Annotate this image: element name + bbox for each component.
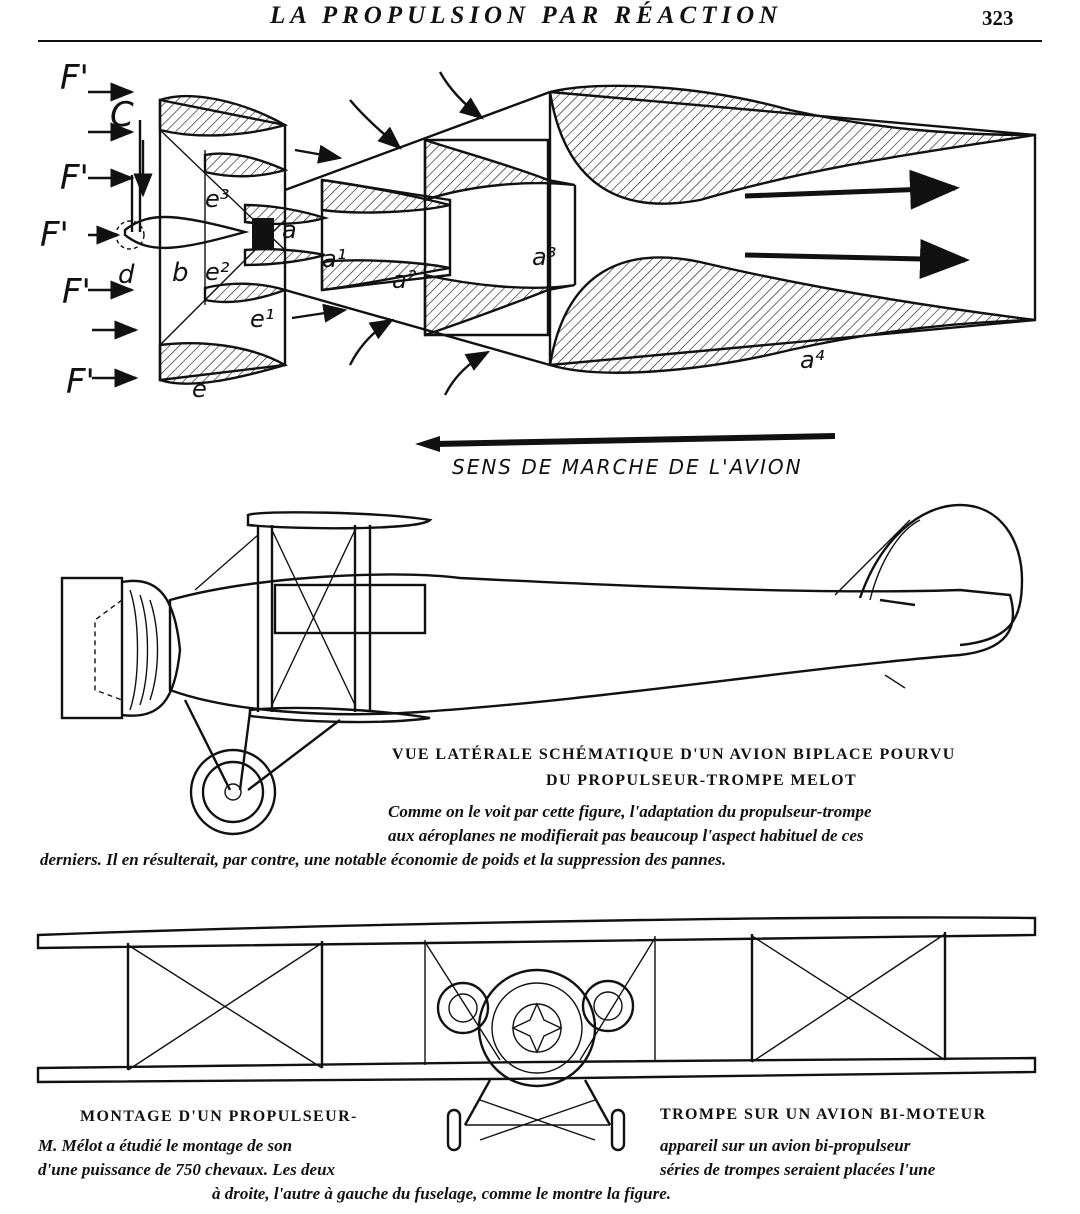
label-f-prime-4: F' (62, 272, 91, 312)
side-view-caption-title-1: VUE LATÉRALE SCHÉMATIQUE D'UN AVION BIPL… (392, 746, 956, 763)
nozzle-a4-upper-section (548, 84, 1036, 205)
propulsor-diagram (88, 71, 1037, 452)
label-f-prime-5: F' (66, 362, 95, 402)
label-a1: a¹ (322, 245, 347, 273)
front-view-left-line-2: d'une puissance de 750 chevaux. Les deux (38, 1160, 336, 1179)
label-d: d (118, 260, 135, 290)
side-view-airplane (60, 503, 1024, 836)
label-e2: e² (205, 258, 230, 286)
label-f-prime-1: F' (60, 58, 89, 98)
label-a3: a³ (532, 243, 557, 271)
inlet-e-upper (158, 94, 289, 137)
label-e: e (192, 375, 207, 403)
front-view-bottom-line: à droite, l'autre à gauche du fuselage, … (212, 1184, 671, 1203)
right-propulsor (581, 979, 635, 1033)
front-view-caption-title-left: MONTAGE D'UN PROPULSEUR- (80, 1108, 358, 1125)
direction-label: SENS DE MARCHE DE L'AVION (452, 455, 803, 479)
nozzle-a4-lower-section (548, 256, 1036, 374)
front-view-right-line-2: séries de trompes seraient placées l'une (660, 1160, 936, 1179)
lower-wing (36, 1056, 1037, 1084)
label-f-prime-2: F' (60, 158, 89, 198)
side-view-caption-line-1: Comme on le voit par cette figure, l'ada… (388, 802, 872, 821)
inlet-e-lower (158, 342, 289, 385)
direction-arrow (434, 433, 836, 447)
side-view-caption-line-3: derniers. Il en résulterait, par contre,… (40, 850, 727, 869)
front-view-caption-title-right: TROMPE SUR UN AVION BI-MOTEUR (660, 1106, 987, 1123)
fuselage (168, 573, 1015, 716)
label-a: a (282, 216, 297, 244)
side-view-caption-line-2: aux aéroplanes ne modifierait pas beauco… (388, 826, 864, 845)
label-c: C (110, 95, 134, 135)
front-view-right-line-1: appareil sur un avion bi-propulseur (660, 1136, 911, 1155)
label-a4: a⁴ (800, 346, 825, 374)
landing-wheel (189, 748, 277, 836)
side-view-caption-title-2: DU PROPULSEUR-TROMPE MELOT (546, 772, 858, 789)
label-a2: a² (392, 266, 417, 294)
header-rule (38, 40, 1042, 42)
front-view-left-line-1: M. Mélot a étudié le montage de son (38, 1136, 293, 1155)
label-e3: e³ (205, 185, 230, 213)
label-b: b (172, 258, 189, 288)
page-number: 323 (982, 6, 1014, 30)
label-e1: e¹ (250, 305, 275, 333)
label-f-prime-3: F' (40, 215, 69, 255)
upper-wing (36, 916, 1037, 950)
left-propulsor (436, 981, 490, 1035)
nozzle-a3 (425, 138, 550, 337)
central-propulsor (477, 968, 597, 1088)
running-header-title: LA PROPULSION PAR RÉACTION (270, 2, 783, 29)
